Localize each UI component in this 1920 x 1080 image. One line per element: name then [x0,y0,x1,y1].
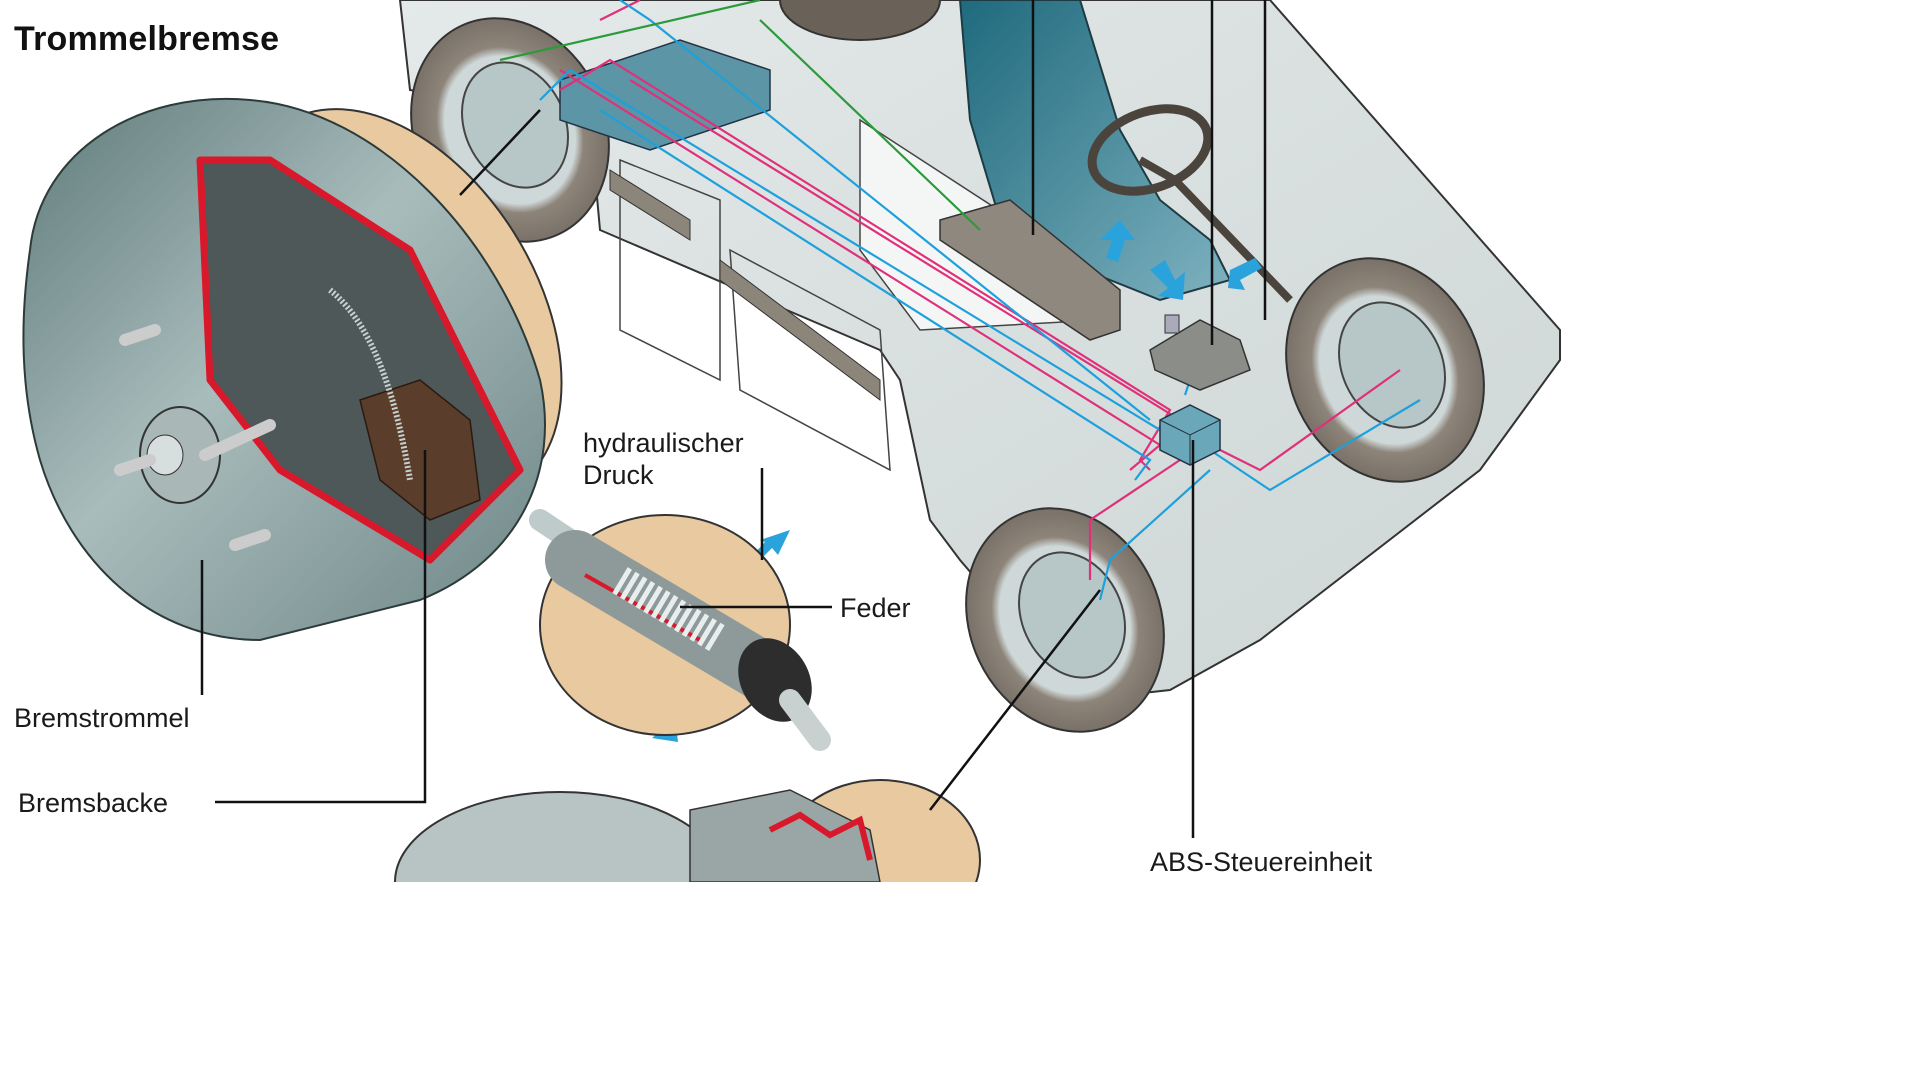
brake-line-red [559,58,1172,471]
label-spring: Feder [840,593,911,623]
leader-line-rear-wheel [459,109,541,196]
wheel-stud [119,324,161,346]
brake-lines [499,0,1421,601]
brake-line-blue [539,68,1161,431]
leader-lines [200,0,1267,838]
diagram-title: Trommelbremse [14,20,280,58]
label-hydraulic-pressure-line2: Druck [583,460,654,490]
brake-line-red [599,0,1181,421]
signal-line-green [499,0,981,231]
arrow-icon [1100,220,1135,262]
brake-line-blue [1098,469,1211,601]
abs-pump [1149,314,1251,391]
brake-line-red [1088,459,1181,580]
brake-line-blue [1209,399,1421,492]
wheel-stud [114,454,156,476]
wheel-front-right [1285,257,1485,483]
arrow-icon [1228,258,1262,290]
disc-brake [394,779,981,882]
abs-drum-brake-illustration [22,0,1561,882]
label-brake-shoe: Bremsbacke [18,788,169,818]
brake-drum [22,97,563,642]
spring [612,567,728,653]
brake-line-blue [599,109,1152,481]
label-hydraulic-pressure-line1: hydraulischer [583,428,744,458]
abs-control-unit-block [1159,404,1221,466]
wheel-rear-right [779,0,941,41]
label-abs-control-unit: ABS-Steuereinheit [1150,847,1373,877]
brake-lining-spring [328,287,413,481]
leader-line-shoe [215,450,427,804]
brake-shoe [359,379,481,521]
wheel-cylinder-detail [529,509,831,751]
wheel-stud [199,419,276,461]
label-hydraulic-pressure: hydraulischer Druck [583,427,744,491]
label-brake-drum: Bremstrommel [14,703,190,733]
wheel-front-left [965,507,1165,733]
brake-line-blue [619,0,1151,421]
arrow-icon [1150,260,1185,300]
leader-line-front-wheel [929,589,1101,811]
wheel-stud [229,529,271,551]
